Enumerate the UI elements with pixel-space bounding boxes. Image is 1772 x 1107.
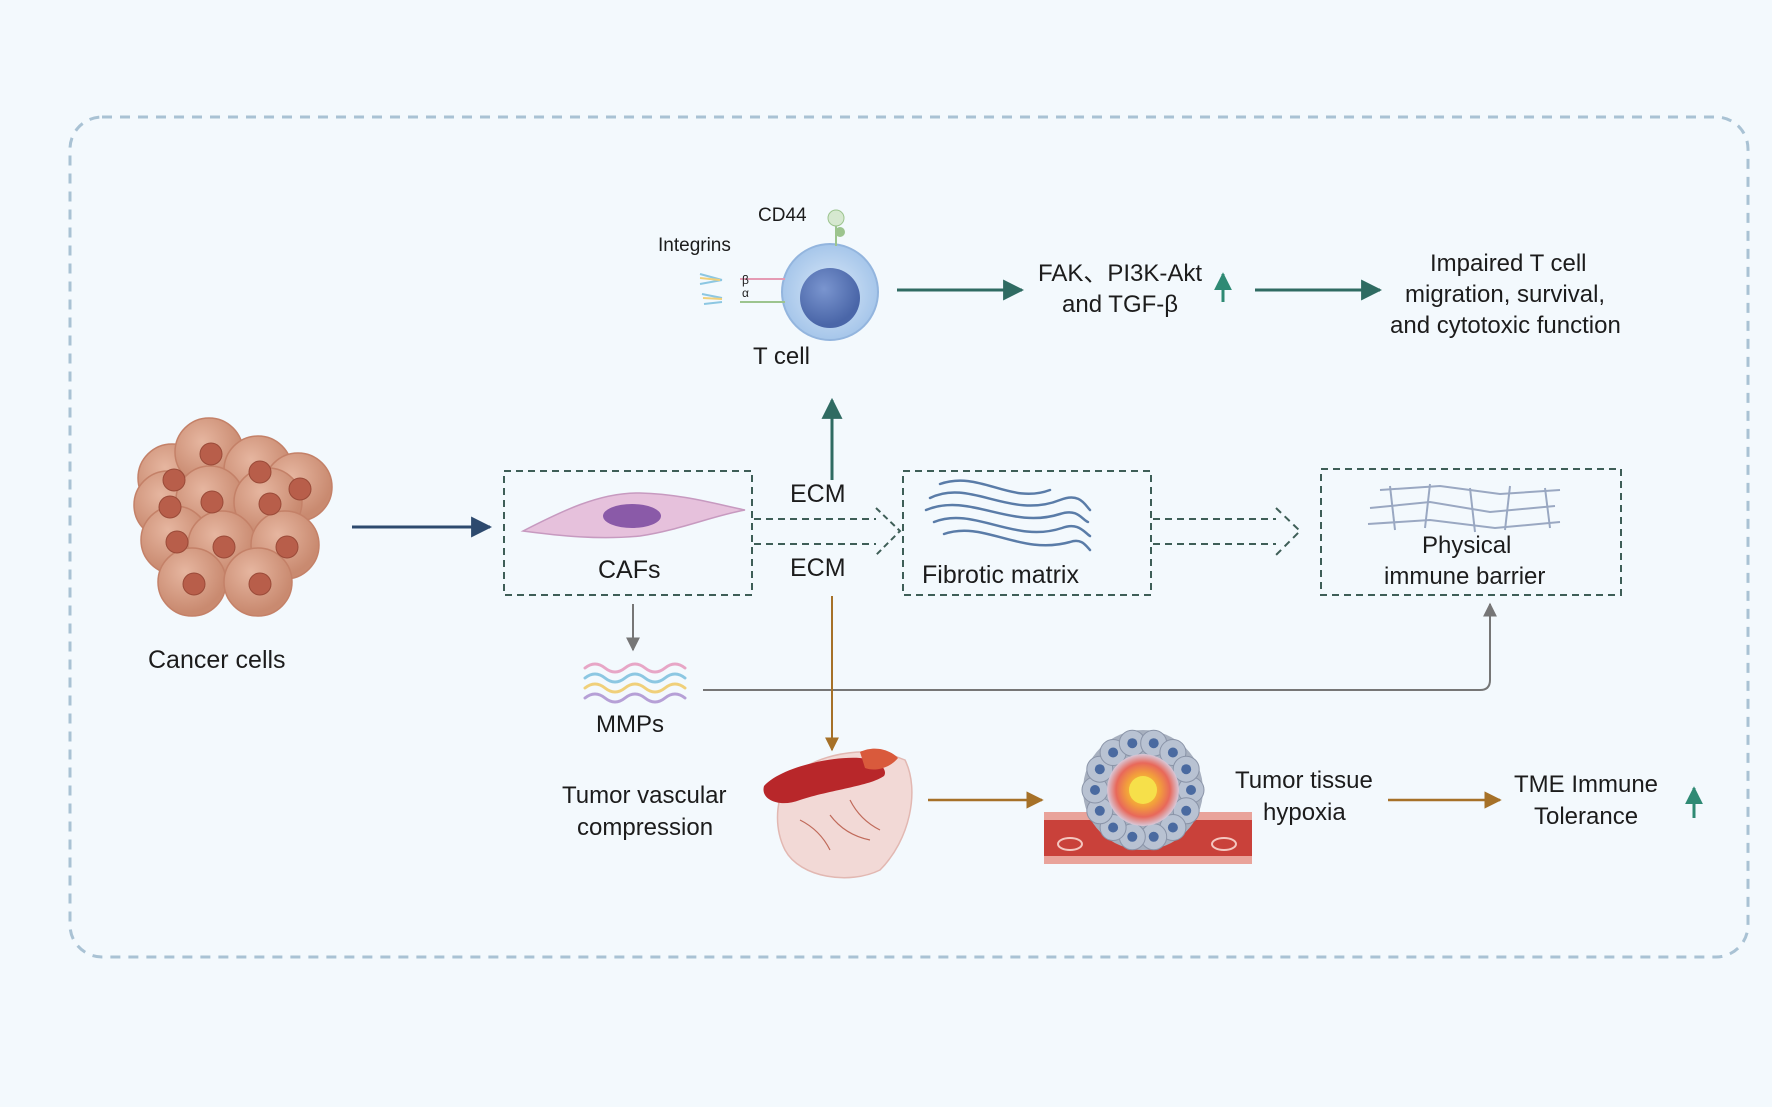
cancer-cell-nucleus bbox=[258, 492, 282, 516]
mmps-icon bbox=[583, 662, 687, 704]
hypoxia-ring-cell-nucleus bbox=[1181, 764, 1192, 775]
barrier-label-line2: immune barrier bbox=[1384, 563, 1546, 590]
hypoxia-ring-cell-nucleus bbox=[1094, 764, 1105, 775]
cancer-cells-icon bbox=[133, 417, 333, 617]
cancer-cell-nucleus bbox=[248, 572, 272, 596]
cancer-cell-nucleus bbox=[288, 477, 312, 501]
fibrotic-matrix-box bbox=[902, 470, 1152, 596]
t-cell-label: T cell bbox=[753, 343, 810, 370]
impaired-label-line1: Impaired T cell bbox=[1430, 250, 1587, 277]
ecm-top-label: ECM bbox=[790, 480, 846, 508]
immune-barrier-box bbox=[1320, 468, 1622, 596]
hypoxia-ring-cell-nucleus bbox=[1181, 805, 1192, 816]
hypoxia-ring-cell-nucleus bbox=[1108, 747, 1119, 758]
beta-label: β bbox=[742, 273, 749, 287]
hypoxia-ring-cell-nucleus bbox=[1127, 831, 1138, 842]
tme-label-line2: Tolerance bbox=[1534, 803, 1639, 830]
vascular-label-line2: compression bbox=[577, 814, 714, 841]
cancer-cell-nucleus bbox=[165, 530, 189, 554]
cancer-cell-nucleus bbox=[182, 572, 206, 596]
t-cell-icon bbox=[781, 243, 879, 341]
mmps-label: MMPs bbox=[596, 711, 664, 738]
hypoxia-ring-cell-nucleus bbox=[1186, 785, 1196, 795]
cancer-cell-nucleus bbox=[248, 460, 272, 484]
cancer-cells-label: Cancer cells bbox=[148, 646, 286, 674]
alpha-label: α bbox=[742, 286, 749, 300]
hypoxia-ring-cell-nucleus bbox=[1090, 785, 1100, 795]
cd44-receptor-icon bbox=[827, 209, 845, 246]
cancer-cell-nucleus bbox=[212, 535, 236, 559]
barrier-label-line1: Physical bbox=[1422, 532, 1512, 559]
impaired-label-line2: migration, survival, bbox=[1405, 281, 1606, 308]
fibrotic-to-barrier-arrow bbox=[1153, 507, 1302, 556]
fibers-icon bbox=[924, 479, 1092, 552]
cafs-label: CAFs bbox=[598, 556, 661, 584]
hypoxia-label-line1: Tumor tissue bbox=[1235, 767, 1373, 794]
hypoxia-ring-cell-nucleus bbox=[1108, 822, 1119, 833]
ecm-hollow-arrow-top bbox=[754, 518, 876, 545]
integrins-receptor-icon bbox=[699, 273, 785, 305]
pathways-label-line2: and TGF-β bbox=[1062, 291, 1179, 318]
vascular-label-line1: Tumor vascular bbox=[562, 782, 727, 809]
cd44-label: CD44 bbox=[758, 205, 807, 226]
arrow-mmps-to-barrier bbox=[703, 602, 1497, 691]
impaired-label-line3: and cytotoxic function bbox=[1390, 312, 1621, 339]
hypoxia-ring-cell-nucleus bbox=[1167, 822, 1178, 833]
integrins-label: Integrins bbox=[658, 235, 731, 256]
vascular-compression-icon bbox=[763, 748, 913, 879]
hypoxia-ring-cell-nucleus bbox=[1167, 747, 1178, 758]
hypoxia-ring-cell-nucleus bbox=[1148, 831, 1159, 842]
hypoxia-ring-cell-nucleus bbox=[1127, 738, 1138, 749]
cancer-cell-nucleus bbox=[199, 442, 223, 466]
hypoxia-label-line2: hypoxia bbox=[1263, 799, 1346, 826]
fibrotic-matrix-label: Fibrotic matrix bbox=[922, 561, 1079, 589]
tumor-hypoxia-icon bbox=[1044, 729, 1252, 864]
caf-cell-icon bbox=[520, 492, 746, 539]
pathways-label-line1: FAK、PI3K-Akt bbox=[1038, 260, 1203, 287]
cancer-cell-nucleus bbox=[162, 468, 186, 492]
cancer-cell-nucleus bbox=[275, 535, 299, 559]
hypoxia-ring-cell-nucleus bbox=[1094, 805, 1105, 816]
tme-label-line1: TME Immune bbox=[1514, 771, 1659, 798]
ecm-hollow-arrowhead bbox=[875, 507, 902, 556]
barrier-mesh-icon bbox=[1367, 483, 1561, 533]
cancer-cell-nucleus bbox=[158, 495, 182, 519]
cafs-box bbox=[503, 470, 753, 596]
ecm-bottom-label: ECM bbox=[790, 554, 846, 582]
outer-frame bbox=[68, 115, 1750, 959]
hypoxia-ring-cell-nucleus bbox=[1148, 738, 1159, 749]
cancer-cell-nucleus bbox=[200, 490, 224, 514]
